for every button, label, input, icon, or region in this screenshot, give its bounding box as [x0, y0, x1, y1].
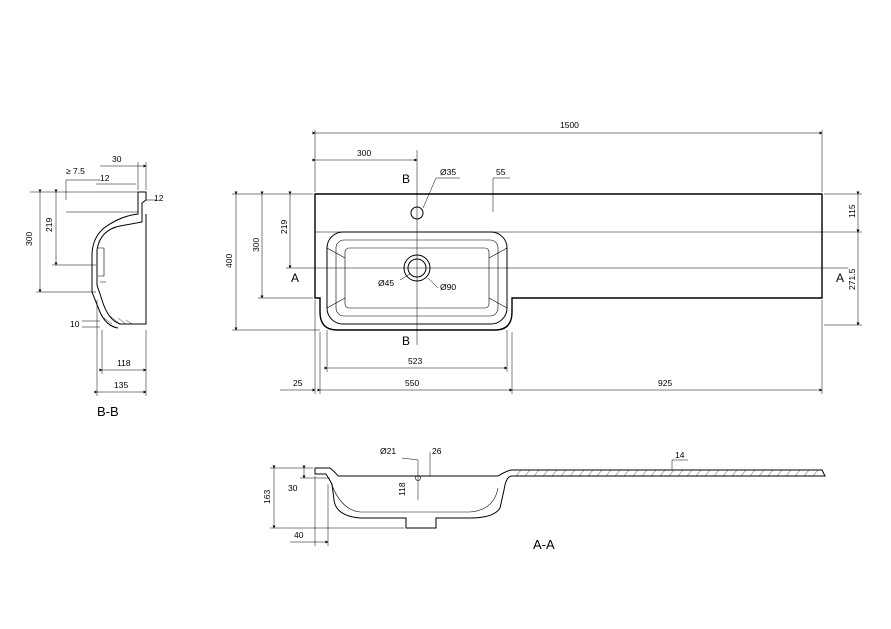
- dim-1500: 1500: [560, 120, 579, 130]
- shelf-hatching: [515, 469, 819, 477]
- section-aa-title: A-A: [533, 537, 555, 552]
- countertop-outline: [314, 193, 823, 331]
- dim-271-5: 271.5: [847, 268, 857, 290]
- aa-dim-overflow-dia: Ø21: [380, 446, 396, 456]
- section-bb-title: B-B: [97, 404, 119, 419]
- bb-dim-300: 300: [24, 232, 34, 246]
- section-mark-b-bottom: B: [402, 334, 410, 348]
- aa-dim-30: 30: [288, 483, 298, 493]
- aa-dim-40: 40: [294, 530, 304, 540]
- dim-400: 400: [224, 254, 234, 268]
- section-bb-view: 30 ≥ 7.5 12 12 300 219 10 118 135 B-B: [24, 154, 164, 419]
- section-bb-profile: [91, 191, 147, 329]
- dim-drain-45: Ø45: [378, 278, 394, 288]
- dim-25: 25: [293, 378, 303, 388]
- bb-dim-slope: ≥ 7.5: [66, 166, 85, 176]
- dim-300-left: 300: [251, 238, 261, 252]
- section-mark-a-left: A: [291, 271, 299, 285]
- bb-dim-30: 30: [112, 154, 122, 164]
- dim-523: 523: [408, 356, 422, 366]
- bb-dim-135: 135: [114, 380, 128, 390]
- bb-dim-12-top: 12: [100, 173, 110, 183]
- dim-219: 219: [279, 220, 289, 234]
- section-mark-a-right: A: [836, 271, 844, 285]
- bb-dim-219: 219: [44, 218, 54, 232]
- bb-dim-12-rim: 12: [154, 193, 164, 203]
- bb-dim-10: 10: [70, 319, 80, 329]
- dim-55: 55: [496, 167, 506, 177]
- aa-dim-118: 118: [397, 482, 407, 496]
- aa-dim-163: 163: [262, 490, 272, 504]
- section-mark-b-top: B: [402, 172, 410, 186]
- section-aa-view: Ø21 26 118 14 163 30 40 A-A: [262, 446, 826, 552]
- bb-dim-118: 118: [117, 358, 131, 368]
- dim-tap-dia: Ø35: [440, 167, 456, 177]
- aa-dim-14: 14: [675, 450, 685, 460]
- plan-view: 1500 300 Ø35 55 B B A A Ø45 Ø90 115 271.…: [224, 120, 862, 394]
- dim-925: 925: [658, 378, 672, 388]
- dim-300-top: 300: [357, 148, 371, 158]
- dim-550: 550: [405, 378, 419, 388]
- dim-drain-90: Ø90: [440, 282, 456, 292]
- aa-dim-26: 26: [432, 446, 442, 456]
- section-aa-profile: [314, 467, 826, 529]
- dim-115: 115: [847, 204, 857, 218]
